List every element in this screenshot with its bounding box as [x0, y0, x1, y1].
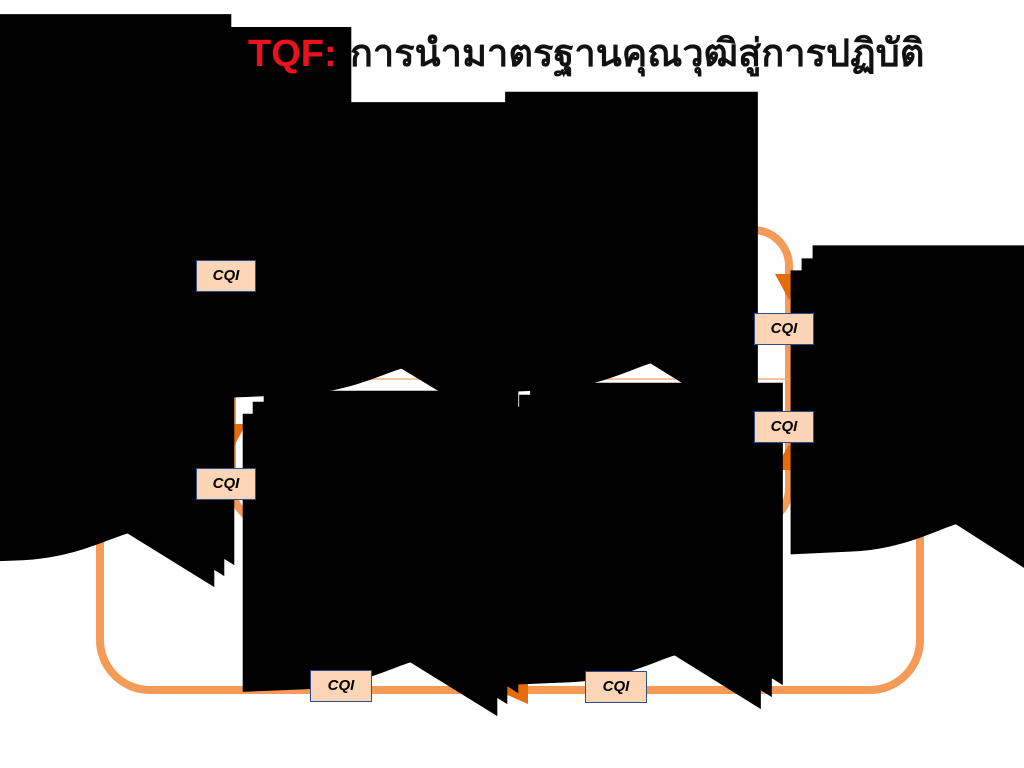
tqf5-subtitle: Course Report: [560, 239, 658, 255]
tqf1-code: มคอ1: [57, 148, 113, 173]
tqf4-code: มคอ4: [342, 495, 398, 520]
tqf2-subtitle: Program Specification: [48, 406, 136, 440]
cqi-box-lower-right: CQI: [754, 411, 814, 443]
tqf6-subtitle: Field Experience Report: [578, 519, 691, 553]
tqf5-code: มคอ5: [583, 205, 638, 230]
tqf6-code: มคอ6: [607, 486, 662, 511]
tqf3-subtitle: Course Specification: [317, 246, 405, 280]
tqf3-code: มคอ3: [333, 210, 389, 235]
tqf7-subtitle: Program Report: [887, 393, 945, 427]
graduate-label: บัณฑิต: [174, 145, 236, 169]
tqf2-code: มคอ2: [59, 372, 115, 397]
tqf7-code: มคอ7: [888, 357, 944, 382]
cqi-box-bottom-left: CQI: [310, 670, 372, 702]
page-title: TQF: การนำมาตรฐานคุณวุฒิสู่การปฏิบัติ: [248, 22, 1008, 83]
cqi-box-bottom-right: CQI: [585, 671, 647, 703]
cqi-box-lower-left: CQI: [196, 468, 256, 500]
cqi-box-upper-right: CQI: [754, 313, 814, 345]
graduate-kku: KKU: [175, 184, 223, 209]
tqf4-subtitle: Field Experience Specification: [314, 531, 426, 565]
title-text: การนำมาตรฐานคุณวุฒิสู่การปฏิบัติ: [336, 30, 925, 75]
title-acronym: TQF:: [248, 33, 337, 75]
cqi-box-upper-left: CQI: [196, 260, 256, 292]
